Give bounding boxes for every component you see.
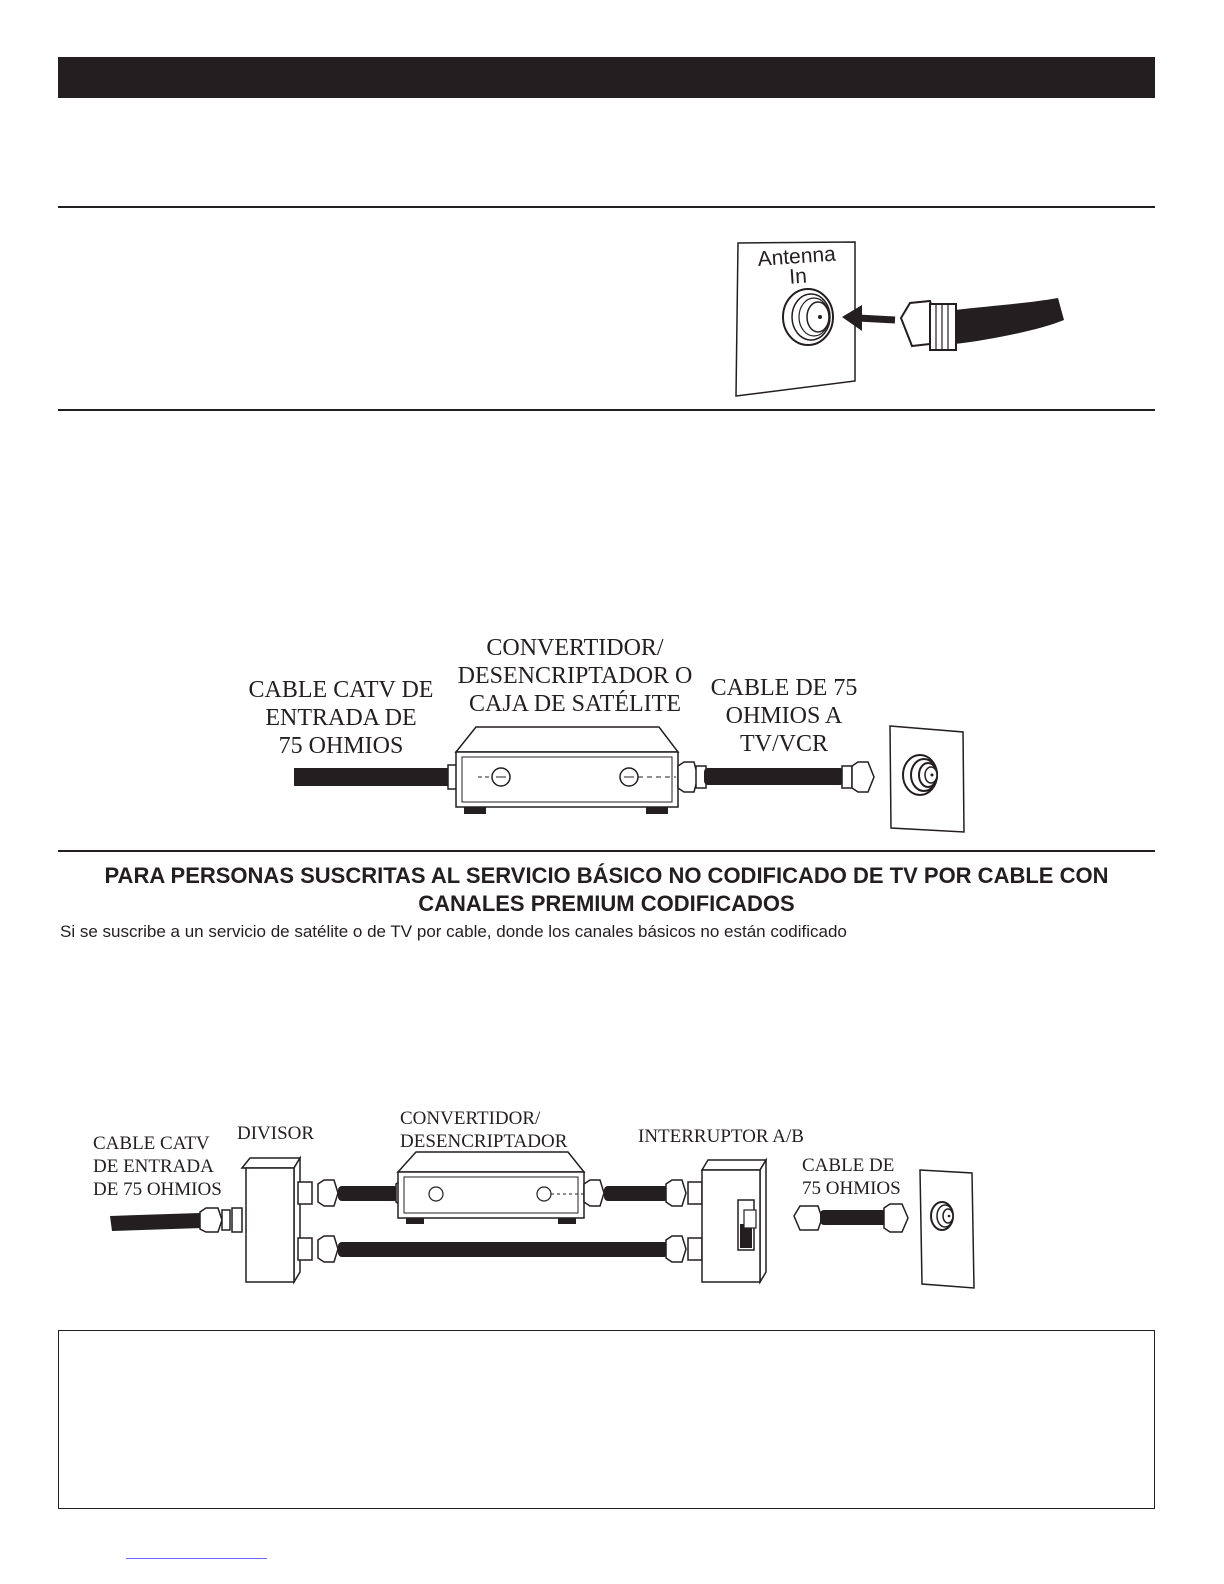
tv-connector-icon <box>841 761 875 793</box>
output-cable-label-line2: OHMIOS A <box>725 703 843 729</box>
converter-label-line1: CONVERTIDOR/ <box>486 635 664 661</box>
switch-lower-connector-icon <box>665 1235 703 1263</box>
switch-output-connector-icon <box>793 1205 823 1231</box>
splitter-output-label: CABLE DE 75 OHMIOS <box>802 1154 901 1200</box>
converter-input-connector-icon <box>395 1179 417 1207</box>
footer-link-underline[interactable] <box>126 1558 267 1559</box>
section-title-line1: PARA PERSONAS SUSCRITAS AL SERVICIO BÁSI… <box>104 863 1109 888</box>
splitter-output-label-line2: 75 OHMIOS <box>802 1178 901 1199</box>
splitter-box <box>240 1155 313 1285</box>
splitter-input-label-line1: CABLE CATV <box>93 1133 210 1154</box>
ab-switch-box <box>700 1157 768 1285</box>
input-cable-label-line2: ENTRADA DE <box>265 705 417 731</box>
coax-plug-icon <box>899 298 1064 351</box>
output-connector-icon <box>677 761 707 793</box>
output-cable <box>704 768 844 785</box>
output-cable-label-line1: CABLE DE 75 <box>710 675 858 701</box>
section-body: Si se suscribe a un servicio de satélite… <box>60 922 847 941</box>
input-cable <box>294 768 450 786</box>
splitter-tv-jack-icon <box>930 1201 954 1231</box>
splitter-label: DIVISOR <box>237 1123 315 1144</box>
converter-label-line3: CAJA DE SATÉLITE <box>469 691 681 717</box>
tv-jack-icon <box>902 754 938 796</box>
divider-3 <box>58 850 1155 852</box>
output-cable-label-line3: TV/VCR <box>739 731 828 757</box>
antenna-jack-label: Antenna In <box>757 243 838 290</box>
splitter-input-cable <box>110 1213 202 1231</box>
tv-input-connector-icon <box>883 1203 909 1233</box>
splitter-wall-plate <box>919 1169 975 1289</box>
splitter-input-label-line3: DE 75 OHMIOS <box>93 1179 222 1200</box>
converter-label-line2: DESENCRIPTADOR O <box>457 663 693 689</box>
switch-label: INTERRUPTOR A/B <box>638 1126 804 1147</box>
output-cable-label: CABLE DE 75 OHMIOS A TV/VCR <box>700 674 868 758</box>
arrow-left-icon <box>842 305 896 331</box>
lower-cable <box>338 1242 668 1257</box>
splitter-input-label: CABLE CATV DE ENTRADA DE 75 OHMIOS <box>93 1132 222 1201</box>
splitter-output-cable <box>820 1210 888 1225</box>
splitter-converter-label: CONVERTIDOR/ DESENCRIPTADOR <box>400 1107 567 1153</box>
tv-wall-plate <box>889 725 965 833</box>
converter-label: CONVERTIDOR/ DESENCRIPTADOR O CAJA DE SA… <box>440 634 710 718</box>
converter-output-connector-icon <box>583 1179 605 1207</box>
input-connector-icon <box>447 761 479 793</box>
input-cable-label: CABLE CATV DE ENTRADA DE 75 OHMIOS <box>236 676 446 760</box>
splitter-output-label-line1: CABLE DE <box>802 1155 895 1176</box>
divider-2 <box>58 409 1155 411</box>
upper-cable-1 <box>338 1186 398 1201</box>
input-cable-label-line3: 75 OHMIOS <box>278 733 404 759</box>
input-cable-label-line1: CABLE CATV DE <box>248 677 434 703</box>
converter-box <box>454 726 680 814</box>
upper-cable-2 <box>604 1186 668 1201</box>
splitter-input-label-line2: DE ENTRADA <box>93 1156 214 1177</box>
divider-1 <box>58 206 1155 208</box>
upper-connector-left-icon <box>317 1179 339 1207</box>
note-box <box>58 1330 1155 1509</box>
splitter-input-connector-icon <box>199 1207 243 1233</box>
section-title-line2: CANALES PREMIUM CODIFICADOS <box>418 891 795 916</box>
splitter-converter-label-line1: CONVERTIDOR/ <box>400 1108 541 1129</box>
antenna-jack-icon <box>782 288 834 346</box>
header-bar <box>58 57 1155 98</box>
switch-upper-connector-icon <box>665 1179 703 1207</box>
lower-connector-left-icon <box>317 1235 339 1263</box>
splitter-converter-box <box>396 1151 586 1224</box>
section-title: PARA PERSONAS SUSCRITAS AL SERVICIO BÁSI… <box>58 862 1155 918</box>
splitter-converter-label-line2: DESENCRIPTADOR <box>400 1131 568 1152</box>
